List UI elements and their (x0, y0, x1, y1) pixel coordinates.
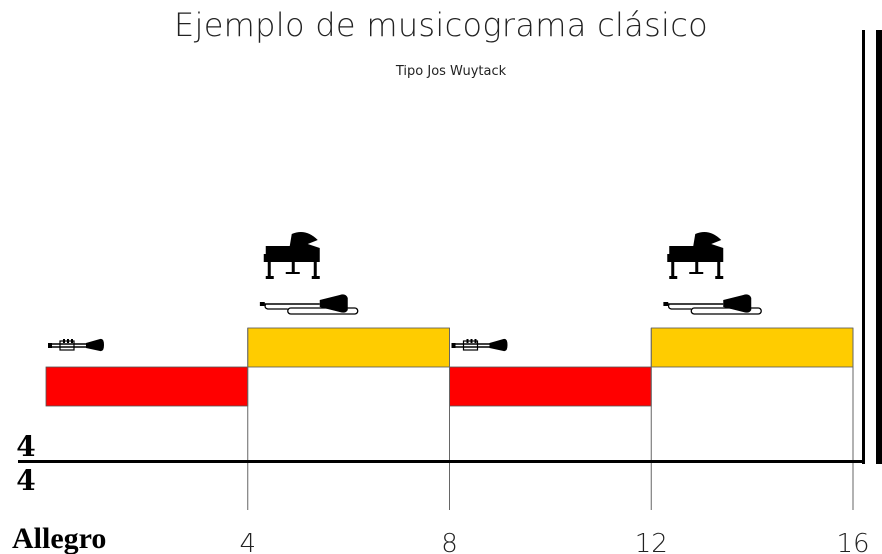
measure-label-8: 8 (441, 529, 458, 554)
section-bar-1 (45, 366, 249, 407)
tempo-label: Allegro (12, 522, 106, 554)
section-bar-4 (650, 327, 854, 368)
trombone-icon (259, 293, 359, 315)
trumpet-icon (451, 338, 509, 352)
section-bar-3 (449, 366, 652, 407)
trombone-icon (663, 293, 762, 315)
page-title: Ejemplo de musicograma clásico (173, 6, 709, 44)
piano-icon (667, 232, 724, 279)
measure-label-12: 12 (635, 529, 668, 554)
measure-label-16: 16 (836, 529, 869, 554)
trumpet-icon (48, 338, 105, 352)
final-barline-thin (862, 30, 865, 464)
time-signature-bottom: 4 (16, 464, 35, 497)
timeline-baseline (18, 460, 865, 463)
page-subtitle: Tipo Jos Wuytack (395, 64, 507, 79)
final-barline-thick (876, 30, 882, 464)
piano-icon (263, 232, 320, 279)
time-signature-top: 4 (16, 430, 35, 463)
section-bar-2 (247, 327, 450, 368)
measure-label-4: 4 (239, 529, 256, 554)
